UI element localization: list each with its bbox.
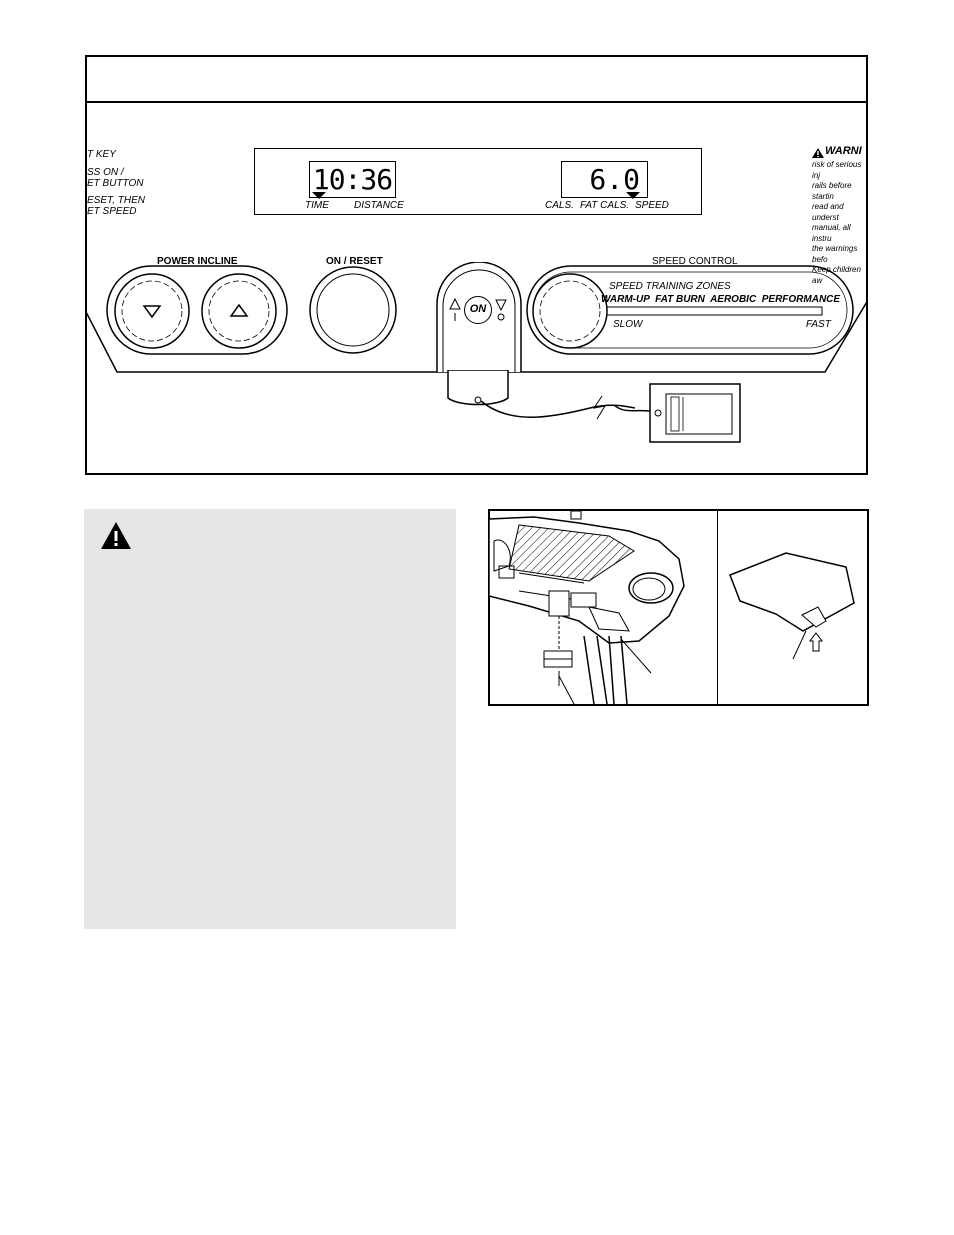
safety-clip: [649, 383, 741, 443]
instruction-line: ET BUTTON: [87, 178, 144, 189]
instruction-line: ESET, THEN: [87, 195, 145, 206]
mode-label-time: TIME: [305, 200, 329, 211]
warning-line: rails before startin: [812, 181, 852, 201]
speed-control-label: SPEED CONTROL: [652, 256, 738, 267]
mode-label-fat-calories: FAT CALS.: [580, 200, 630, 211]
warning-line: Keep children aw: [812, 265, 861, 285]
mode-label-speed: SPEED: [635, 200, 669, 211]
on-reset-button[interactable]: [308, 265, 398, 355]
figure-divider: [717, 509, 718, 706]
mode-indicator-icon: [312, 192, 326, 199]
slow-label: SLOW: [613, 319, 643, 330]
incline-up-button[interactable]: [200, 272, 278, 350]
key-indicators: [449, 297, 507, 321]
console-warning-title: WARNI: [825, 145, 862, 157]
incline-down-button[interactable]: [113, 272, 191, 350]
fast-label: FAST: [806, 319, 831, 330]
warning-line: manual, all instru: [812, 223, 851, 243]
treadmill-underside-illustration: [489, 511, 685, 704]
console-top-band: [85, 101, 868, 103]
console-warning-text: risk of serious inj rails before startin…: [812, 160, 868, 286]
plate-with-tab-illustration: [729, 552, 855, 660]
warning-box: [84, 509, 456, 929]
display-readout-right: 6.0: [589, 163, 640, 196]
display-readout-left: 10:36: [312, 163, 393, 196]
speed-control-button[interactable]: [531, 272, 609, 350]
triangle-up-icon: [229, 303, 249, 317]
instruction-line: SS ON /: [87, 167, 124, 178]
on-reset-label: ON / RESET: [326, 256, 383, 267]
console-diagram-frame: [85, 55, 868, 475]
instruction-line: ET SPEED: [87, 206, 137, 217]
triangle-down-icon: [142, 305, 162, 319]
instruction-line: T KEY: [87, 149, 116, 160]
warning-line: risk of serious inj: [812, 160, 862, 180]
warning-triangle-icon: [101, 522, 131, 549]
mode-label-calories: CALS.: [545, 200, 574, 211]
speed-zones-labels: WARM-UP FAT BURN AEROBIC PERFORMANCE: [601, 294, 841, 305]
power-incline-label: POWER INCLINE: [157, 256, 238, 267]
mode-indicator-icon: [626, 192, 640, 199]
triangle-down-icon: [495, 299, 507, 312]
warning-line: read and underst: [812, 202, 844, 222]
figure-frame: [488, 509, 869, 706]
on-key-button[interactable]: ON: [464, 296, 492, 324]
warning-triangle-icon: [812, 148, 824, 158]
speed-zones-title: SPEED TRAINING ZONES: [609, 281, 731, 292]
display-window-left: [309, 161, 396, 198]
triangle-up-icon: [449, 297, 461, 310]
display-panel: [254, 148, 702, 215]
safety-key-cord: [447, 370, 657, 420]
warning-line: the warnings befo: [812, 244, 858, 264]
power-incline-group: [106, 265, 288, 355]
mode-label-distance: DISTANCE: [354, 200, 404, 211]
display-window-right: [561, 161, 648, 198]
